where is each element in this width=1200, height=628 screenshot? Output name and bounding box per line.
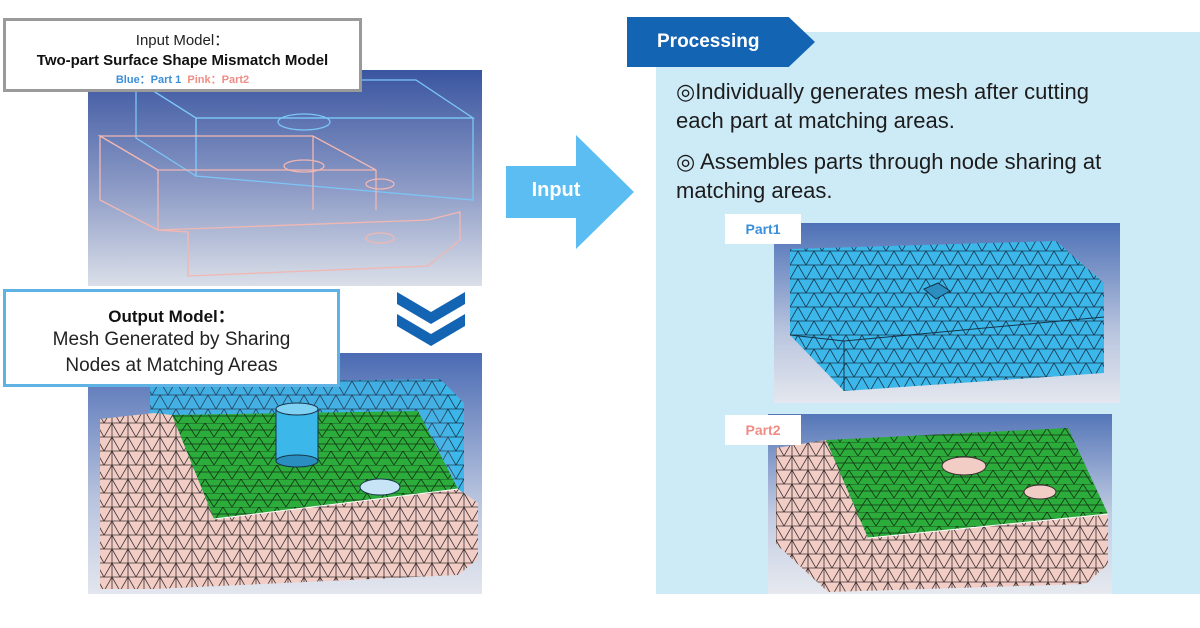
output-model-heading: Output Model：	[108, 307, 235, 326]
part2-mesh-image	[768, 414, 1112, 594]
input-model-heading: Input Model：	[135, 32, 230, 49]
legend-blue: Blue：Part 1	[115, 74, 182, 86]
processing-bullet-2: ◎ Assembles parts through node sharing a…	[676, 147, 1176, 205]
double-chevron-down-icon	[395, 290, 467, 350]
part1-mesh-image	[774, 223, 1120, 403]
processing-bullet-1: ◎Individually generates mesh after cutti…	[676, 77, 1176, 135]
input-arrow-label: Input	[531, 179, 581, 201]
bullet-1-line-2: each part at matching areas.	[676, 108, 955, 133]
input-wireframe-image	[88, 70, 482, 286]
part1-label: Part1	[725, 214, 801, 244]
legend-pink: Pink：Part2	[187, 74, 250, 86]
input-model-legend: Blue：Part 1 Pink：Part2	[6, 71, 359, 87]
bullet-2-line-1: ◎ Assembles parts through node sharing a…	[676, 149, 1102, 174]
bullet-1-line-1: ◎Individually generates mesh after cutti…	[676, 79, 1089, 104]
bullet-2-line-2: matching areas.	[676, 178, 833, 203]
input-arrow: Input	[506, 135, 634, 249]
output-mesh-image	[88, 353, 482, 594]
output-model-line2: Nodes at Matching Areas	[65, 355, 278, 376]
processing-header-tab: Processing	[627, 17, 815, 67]
output-model-label-box: Output Model： Mesh Generated by Sharing …	[3, 289, 340, 387]
part2-label: Part2	[725, 415, 801, 445]
input-model-label-box: Input Model： Two-part Surface Shape Mism…	[3, 18, 362, 92]
output-model-line1: Mesh Generated by Sharing	[52, 329, 291, 350]
input-model-title: Two-part Surface Shape Mismatch Model	[36, 52, 329, 69]
